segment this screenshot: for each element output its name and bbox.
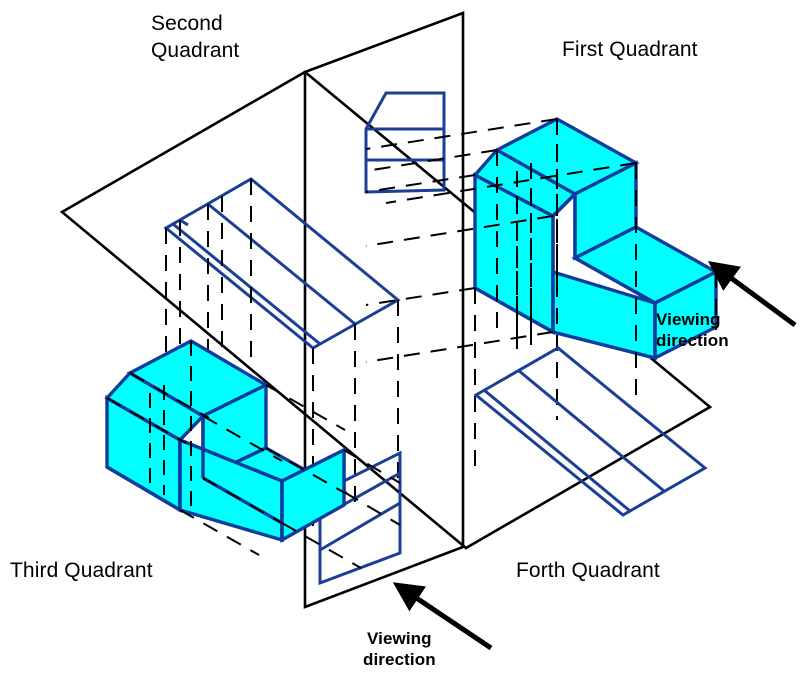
viewing-direction-arrow-bottom (392, 582, 493, 651)
vertical-projection-plane (303, 11, 465, 609)
projection-planes (59, 11, 713, 609)
first-quadrant-projectors-vertical (474, 119, 717, 470)
horizontal-projection-plane (59, 70, 713, 550)
viewing-direction-label-bottom: Viewing direction (363, 629, 436, 669)
third-quadrant-projectors (106, 372, 401, 569)
viewing-direction-label-right: Viewing direction (656, 310, 729, 350)
forth-quadrant-label: Forth Quadrant (516, 559, 660, 582)
third-quadrant-label: Third Quadrant (10, 559, 153, 582)
second-quadrant-label: Second Quadrant (151, 12, 240, 62)
first-quadrant-label: First Quadrant (562, 38, 698, 61)
viewing-direction-arrows (392, 261, 797, 651)
third-quadrant-solid (104, 339, 348, 543)
viewing-direction-arrow-right (707, 261, 797, 328)
first-quadrant-projectors-horizontal (365, 118, 637, 363)
first-quadrant-solid (472, 117, 720, 361)
second-quadrant-top-view (163, 177, 401, 350)
forth-quadrant-top-view (473, 346, 708, 517)
